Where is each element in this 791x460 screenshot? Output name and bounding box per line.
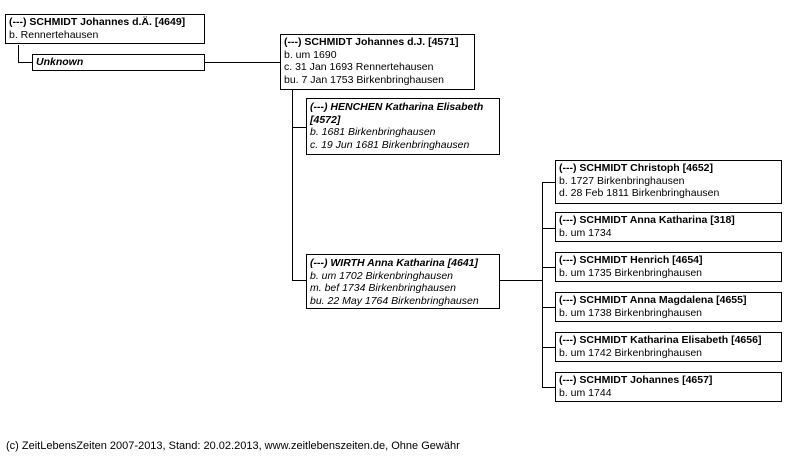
person-detail: b. 1681 Birkenbringhausen	[310, 126, 436, 138]
person-name: (---) SCHMIDT Henrich [4654]	[559, 254, 703, 266]
spouse2-box[interactable]: (---) WIRTH Anna Katharina [4641] b. um …	[306, 254, 500, 309]
parents-to-subject-line	[205, 62, 280, 63]
parents-vertical-line	[18, 45, 19, 62]
person-name: (---) HENCHEN Katharina Elisabeth [4572]	[310, 101, 484, 126]
child-box[interactable]: (---) SCHMIDT Johannes [4657] b. um 1744	[555, 372, 782, 402]
person-detail: m. bef 1734 Birkenbringhausen	[310, 282, 456, 294]
person-name: (---) SCHMIDT Johannes d.J. [4571]	[284, 36, 459, 48]
spouse2-link-line	[292, 280, 306, 281]
person-detail: b. Rennertehausen	[9, 28, 99, 41]
mother-link-line	[18, 62, 32, 63]
person-name: (---) SCHMIDT Christoph [4652]	[559, 162, 713, 174]
copyright-footer: (c) ZeitLebensZeiten 2007-2013, Stand: 2…	[6, 440, 460, 452]
child-box[interactable]: (---) SCHMIDT Henrich [4654] b. um 1735 …	[555, 252, 782, 282]
spouse1-box[interactable]: (---) HENCHEN Katharina Elisabeth [4572]…	[306, 98, 500, 155]
person-detail: c. 19 Jun 1681 Birkenbringhausen	[310, 138, 470, 151]
child-link-line	[542, 182, 555, 183]
child-box[interactable]: (---) SCHMIDT Christoph [4652] b. 1727 B…	[555, 160, 782, 204]
child-link-line	[542, 267, 555, 268]
child-link-line	[542, 228, 555, 229]
child-link-line	[542, 387, 555, 388]
person-name: (---) SCHMIDT Anna Katharina [318]	[559, 214, 735, 226]
person-name: (---) SCHMIDT Katharina Elisabeth [4656]	[559, 334, 762, 346]
children-vertical-line	[542, 182, 543, 387]
child-box[interactable]: (---) SCHMIDT Katharina Elisabeth [4656]…	[555, 332, 782, 362]
person-detail: b. um 1738 Birkenbringhausen	[559, 306, 703, 319]
person-detail: b. um 1742 Birkenbringhausen	[559, 346, 703, 359]
person-detail: b. um 1734	[559, 226, 612, 239]
person-name: (---) SCHMIDT Johannes [4657]	[559, 374, 713, 386]
person-detail: b. um 1690	[284, 48, 337, 61]
person-detail: b. 1727 Birkenbringhausen	[559, 174, 685, 187]
subject-spouses-vertical-line	[292, 90, 293, 280]
child-link-line	[542, 307, 555, 308]
person-name: (---) SCHMIDT Johannes d.Ä. [4649]	[9, 16, 186, 28]
subject-box[interactable]: (---) SCHMIDT Johannes d.J. [4571] b. um…	[280, 34, 475, 90]
person-detail: bu. 22 May 1764 Birkenbringhausen	[310, 294, 479, 307]
person-detail: b. um 1735 Birkenbringhausen	[559, 266, 703, 279]
father-box[interactable]: (---) SCHMIDT Johannes d.Ä. [4649] b. Re…	[5, 14, 205, 44]
child-box[interactable]: (---) SCHMIDT Anna Katharina [318] b. um…	[555, 212, 782, 242]
child-link-line	[542, 347, 555, 348]
child-box[interactable]: (---) SCHMIDT Anna Magdalena [4655] b. u…	[555, 292, 782, 322]
spouse1-link-line	[292, 127, 306, 128]
person-detail: c. 31 Jan 1693 Rennertehausen	[284, 61, 434, 73]
person-name: (---) WIRTH Anna Katharina [4641]	[310, 257, 479, 269]
person-detail: bu. 7 Jan 1753 Birkenbringhausen	[284, 73, 444, 86]
mother-box[interactable]: Unknown	[32, 54, 205, 71]
person-name: (---) SCHMIDT Anna Magdalena [4655]	[559, 294, 747, 306]
spouse2-to-children-line	[500, 280, 542, 281]
person-detail: b. um 1702 Birkenbringhausen	[310, 269, 454, 282]
person-name: Unknown	[36, 56, 84, 68]
person-detail: d. 28 Feb 1811 Birkenbringhausen	[559, 187, 720, 199]
person-detail: b. um 1744	[559, 386, 612, 399]
